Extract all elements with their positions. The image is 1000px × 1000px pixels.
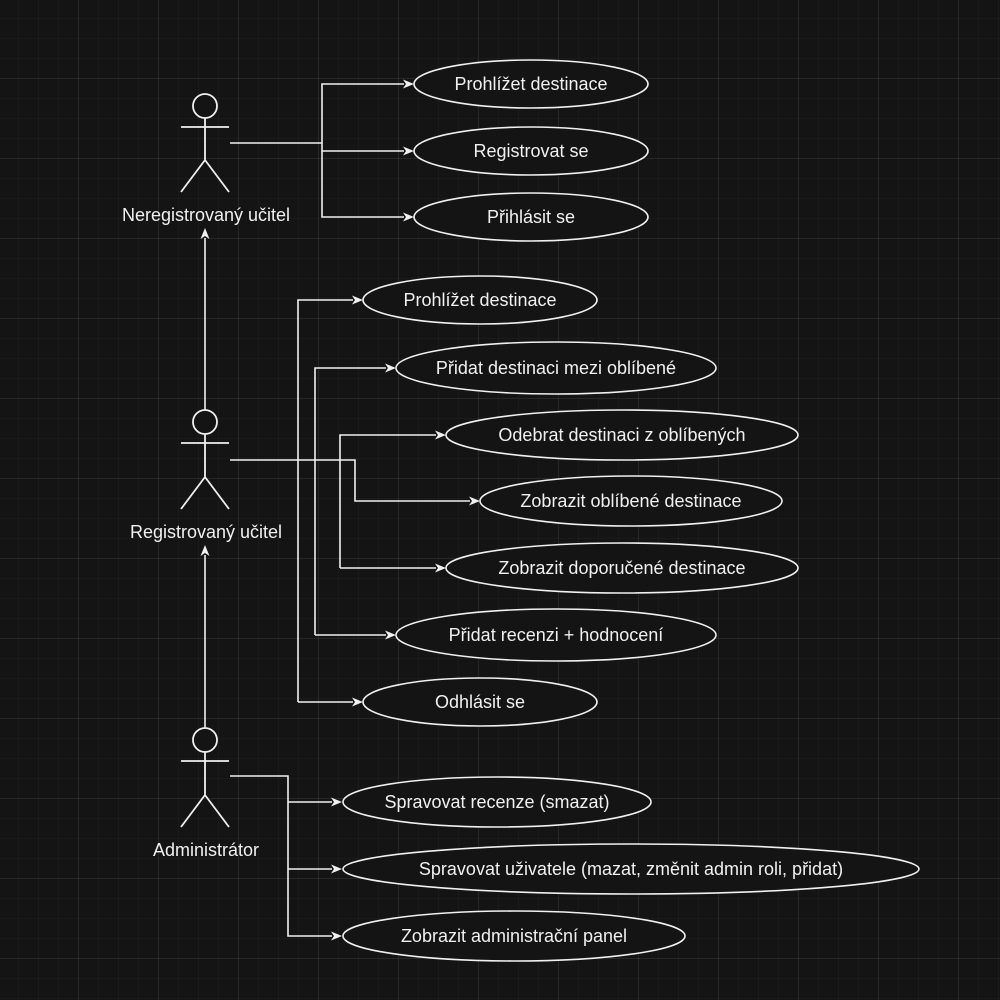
use-case-registered-browse[interactable]: Prohlížet destinace [362,275,598,325]
use-case-label: Odebrat destinaci z oblíbených [498,425,745,445]
use-case-label: Prohlížet destinace [403,290,556,310]
use-case-label: Spravovat uživatele (mazat, změnit admin… [419,859,843,879]
actor-admin-body [180,752,230,828]
arrowhead [331,797,342,807]
association-line[interactable] [339,434,436,568]
arrowhead [200,228,210,239]
use-case-ellipse [342,776,652,828]
associations-registered [230,295,480,707]
use-case-label: Registrovat se [473,141,588,161]
associations-admin [230,775,342,941]
actor-admin-label: Administrátor [153,840,259,860]
generalization-registered-to-unregistered[interactable] [200,228,210,410]
arrowhead [385,630,396,640]
use-case-ellipse [413,192,649,242]
use-case-label: Prohlížet destinace [454,74,607,94]
association-line[interactable] [321,151,404,218]
use-case-unregistered-register[interactable]: Registrovat se [413,126,649,176]
arrowhead [435,430,446,440]
use-case-label: Spravovat recenze (smazat) [384,792,609,812]
arrowhead [331,864,342,874]
generalization-admin-to-registered[interactable] [200,545,210,728]
arrowhead [435,563,446,573]
use-case-ellipse [342,910,686,962]
use-case-unregistered-browse[interactable]: Prohlížet destinace [413,59,649,109]
association-line[interactable] [230,83,404,144]
use-case-ellipse [362,677,598,727]
actor-unregistered-label: Neregistrovaný učitel [122,205,290,225]
use-case-label: Zobrazit oblíbené destinace [520,491,741,511]
use-case-ellipse [445,542,799,594]
arrowhead [403,79,414,89]
use-case-ellipse [395,341,717,395]
arrowhead [403,212,414,222]
actor-registered-teacher[interactable]: Registrovaný učitel [130,409,282,542]
use-case-registered-remove-favorite[interactable]: Odebrat destinaci z oblíbených [445,409,799,461]
use-case-admin-show-panel[interactable]: Zobrazit administrační panel [342,910,686,962]
arrowhead [352,697,363,707]
use-case-label: Přidat recenzi + hodnocení [449,625,664,645]
association-line[interactable] [314,367,386,635]
actor-unregistered-head [192,93,218,119]
actor-administrator[interactable]: Administrátor [153,727,259,860]
use-case-registered-show-recommended[interactable]: Zobrazit doporučené destinace [445,542,799,594]
actor-registered-body [180,434,230,510]
arrowhead [469,496,480,506]
arrowhead [385,363,396,373]
actor-admin-head [192,727,218,753]
arrowhead [200,545,210,556]
arrowhead [403,146,414,156]
use-case-unregistered-login[interactable]: Přihlásit se [413,192,649,242]
actor-unregistered-teacher[interactable]: Neregistrovaný učitel [122,93,290,225]
actor-unregistered-body [180,118,230,193]
use-case-label: Přihlásit se [487,207,575,227]
use-case-registered-add-favorite[interactable]: Přidat destinaci mezi oblíbené [395,341,717,395]
association-line[interactable] [321,143,404,152]
association-line[interactable] [230,459,470,502]
use-case-label: Zobrazit doporučené destinace [498,558,745,578]
use-case-label: Odhlásit se [435,692,525,712]
use-case-ellipse [413,126,649,176]
arrowhead [331,931,342,941]
use-case-ellipse [395,608,717,662]
association-line[interactable] [230,775,332,937]
use-case-ellipse [342,843,920,895]
use-case-label: Přidat destinaci mezi oblíbené [436,358,676,378]
association-line[interactable] [297,299,353,702]
use-case-admin-manage-reviews[interactable]: Spravovat recenze (smazat) [342,776,652,828]
use-case-registered-show-favorites[interactable]: Zobrazit oblíbené destinace [479,475,783,527]
use-case-registered-logout[interactable]: Odhlásit se [362,677,598,727]
use-case-ellipse [479,475,783,527]
use-case-admin-manage-users[interactable]: Spravovat uživatele (mazat, změnit admin… [342,843,920,895]
use-case-ellipse [445,409,799,461]
actor-registered-head [192,409,218,435]
use-case-registered-add-review[interactable]: Přidat recenzi + hodnocení [395,608,717,662]
use-case-ellipse [362,275,598,325]
associations-unregistered [230,79,414,222]
actor-registered-label: Registrovaný učitel [130,522,282,542]
use-case-ellipse [413,59,649,109]
use-case-label: Zobrazit administrační panel [401,926,627,946]
arrowhead [352,295,363,305]
